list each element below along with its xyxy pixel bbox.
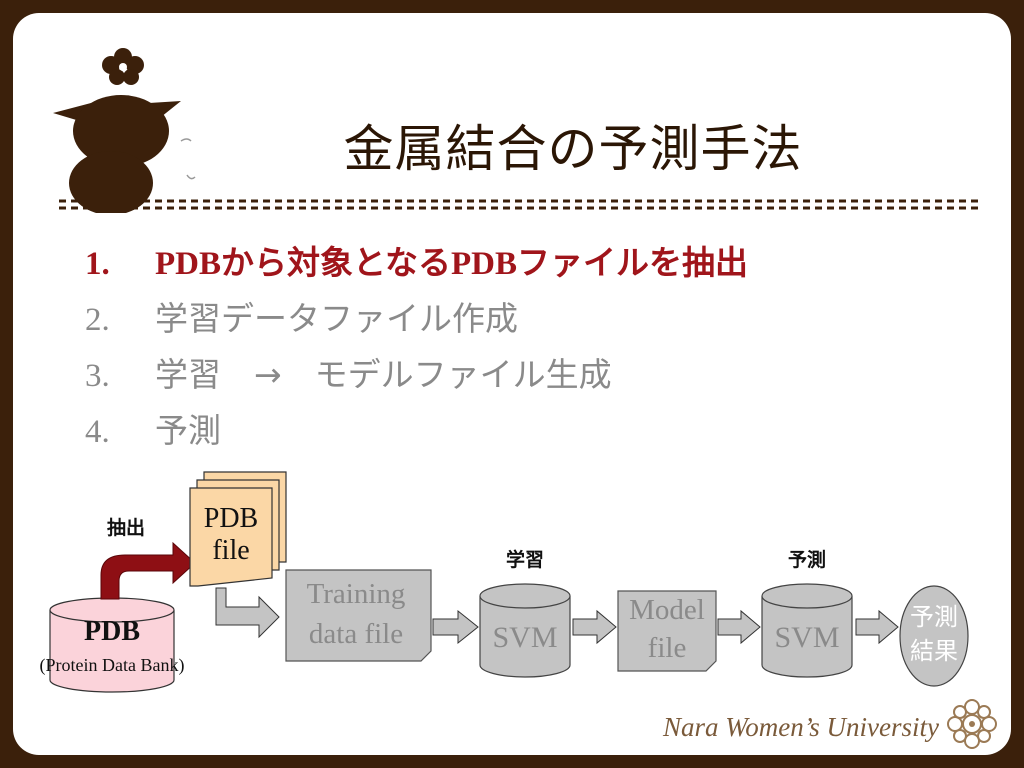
- workflow-diagram: [49, 471, 969, 693]
- model-file-line2: file: [647, 632, 687, 664]
- step-list: 1. PDBから対象となるPDBファイルを抽出 2. 学習データファイル作成 3. 学…: [85, 235, 748, 459]
- university-crest-icon: [947, 699, 997, 749]
- step-number: 3.: [85, 358, 110, 394]
- step-number: 4.: [85, 414, 110, 450]
- step-number: 2.: [85, 302, 110, 338]
- pdb-file-line1: PDB: [203, 503, 259, 534]
- result-ellipse: [899, 585, 969, 687]
- extract-arrow: [100, 541, 196, 600]
- step-number: 1.: [85, 246, 110, 282]
- footer-university-name: Nara Women’s University: [663, 712, 939, 742]
- pdb-file-stack: [189, 471, 287, 587]
- step-item-1: 1. PDBから対象となるPDBファイルを抽出: [85, 235, 748, 291]
- step-label: 学習データファイル作成: [155, 299, 518, 338]
- step-item-2: 2. 学習データファイル作成: [85, 291, 748, 347]
- page-title: 金属結合の予測手法: [343, 120, 803, 178]
- svm-learn-label: SVM: [492, 621, 558, 654]
- to-svm-predict-arrow: [717, 609, 761, 645]
- extract-label: 抽出: [107, 517, 146, 539]
- model-file-line1: Model: [629, 594, 705, 626]
- pdb-db-title: PDB: [84, 616, 140, 647]
- model-file-shape: [617, 590, 717, 672]
- to-training-arrow: [215, 587, 280, 639]
- to-model-arrow: [572, 609, 617, 645]
- training-file-shape: [285, 569, 432, 662]
- training-file-line2: data file: [308, 618, 404, 650]
- model-file-label: Model file: [618, 591, 716, 667]
- title-divider: [59, 199, 979, 210]
- svm-cylinder-predict: [761, 583, 853, 678]
- slide: 金属結合の予測手法 1. PDBから対象となるPDBファイルを抽出 2. 学習データ…: [13, 13, 1011, 755]
- pdb-file-label: PDB file: [193, 503, 269, 567]
- deer-mascot-icon: [53, 48, 196, 213]
- pdb-file-line2: file: [212, 535, 250, 566]
- step-item-4: 4. 予測: [85, 403, 748, 459]
- to-result-arrow: [855, 609, 899, 645]
- learn-label: 学習: [505, 549, 544, 571]
- pdb-db-subtitle: (Protein Data Bank): [39, 655, 185, 675]
- svm-cylinder-learn: [479, 583, 571, 678]
- predict-label: 予測: [787, 549, 826, 571]
- result-line2: 結果: [910, 637, 958, 665]
- result-line1: 予測: [910, 603, 958, 631]
- result-label: 予測 結果: [900, 600, 968, 668]
- step-item-3: 3. 学習 → モデルファイル生成: [85, 347, 748, 403]
- svm-predict-label: SVM: [774, 621, 840, 654]
- training-file-label: Training data file: [286, 574, 426, 654]
- step-label: PDBから対象となるPDBファイルを抽出: [155, 246, 749, 282]
- training-file-line1: Training: [306, 578, 406, 610]
- step-label: 学習 → モデルファイル生成: [155, 355, 612, 394]
- step-label: 予測: [155, 411, 221, 450]
- to-svm-arrow: [432, 609, 479, 645]
